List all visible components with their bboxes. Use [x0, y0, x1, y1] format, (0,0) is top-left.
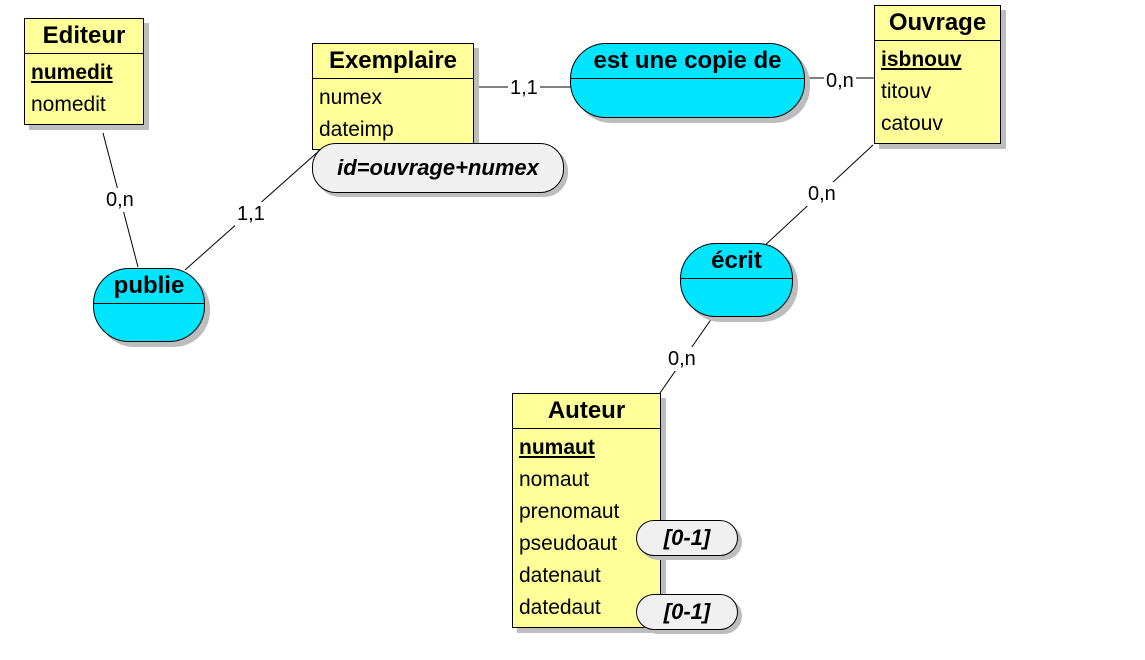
attribute-isbnouv: isbnouv [881, 48, 962, 71]
cardinality-editeur-publie: 0,n [104, 188, 136, 212]
association-publie[interactable]: publie [93, 268, 205, 342]
entity-exemplaire[interactable]: Exemplaire numex dateimp [312, 43, 474, 150]
cardinality-ouvrage-ecrit: 0,n [806, 182, 838, 206]
datedaut-optional-note: [0-1] [636, 594, 738, 630]
entity-auteur[interactable]: Auteur numaut nomaut prenomaut pseudoaut… [512, 393, 661, 628]
attribute-datedaut: datedaut [519, 596, 601, 619]
association-copie-title: est une copie de [571, 44, 804, 79]
association-ecrit[interactable]: écrit [680, 243, 793, 317]
association-ecrit-title: écrit [681, 244, 792, 279]
association-est-une-copie-de[interactable]: est une copie de [570, 43, 805, 118]
entity-editeur[interactable]: Editeur numedit nomedit [24, 18, 144, 125]
entity-exemplaire-title: Exemplaire [313, 44, 473, 79]
cardinality-exemplaire-publie: 1,1 [235, 202, 267, 226]
attribute-catouv: catouv [881, 112, 943, 135]
cardinality-auteur-ecrit: 0,n [666, 347, 698, 371]
entity-ouvrage[interactable]: Ouvrage isbnouv titouv catouv [874, 5, 1001, 144]
attribute-nomedit: nomedit [31, 93, 106, 116]
association-publie-title: publie [94, 269, 204, 304]
attribute-nomaut: nomaut [519, 468, 590, 491]
attribute-numaut: numaut [519, 436, 595, 459]
attribute-titouv: titouv [881, 80, 932, 103]
attribute-dateimp: dateimp [319, 118, 394, 141]
entity-auteur-title: Auteur [513, 394, 660, 429]
attribute-datenaut: datenaut [519, 564, 601, 587]
attribute-prenomaut: prenomaut [519, 500, 620, 523]
attribute-numex: numex [319, 86, 383, 109]
identifier-note: id=ouvrage+numex [312, 143, 564, 193]
entity-editeur-title: Editeur [25, 19, 143, 54]
entity-ouvrage-title: Ouvrage [875, 6, 1000, 41]
attribute-numedit: numedit [31, 61, 113, 84]
attribute-pseudoaut: pseudoaut [519, 532, 618, 555]
cardinality-ouvrage-copie: 0,n [824, 69, 856, 93]
cardinality-exemplaire-copie: 1,1 [508, 76, 540, 100]
pseudoaut-optional-note: [0-1] [636, 520, 738, 556]
